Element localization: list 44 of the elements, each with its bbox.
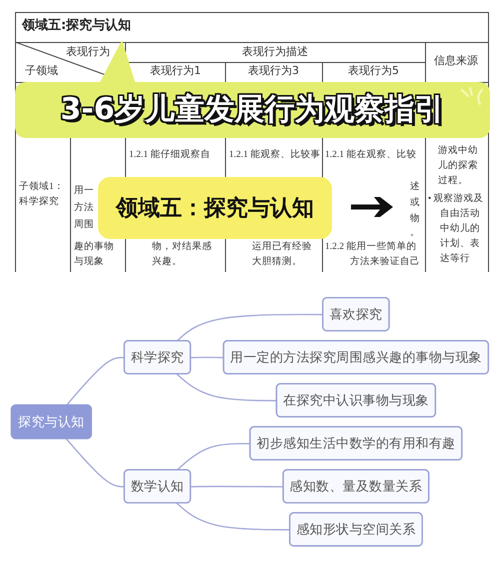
table-text: 1.2.1 能仔细观察自 (129, 148, 210, 162)
connector-line (66, 438, 125, 488)
row-header: 子领域1：科学探究 (19, 180, 65, 209)
table-title: 领域五:探究与认知 (22, 17, 132, 35)
column-header: 表现行为3 (248, 64, 299, 78)
connector-line (176, 374, 277, 402)
column-header: 表现行为描述 (242, 45, 308, 59)
section-banner: 领域五：探究与认知 (98, 177, 332, 239)
connector-line (176, 314, 324, 342)
table-text: 1.2.1 能观察、比较事 (229, 148, 320, 162)
table-text: 周围 (74, 218, 94, 232)
connector-line (66, 357, 125, 406)
table-text: 1.2.2 能用一些简单的方法来验证自己 (325, 240, 421, 269)
topic-box: 在探究中认识事物与现象 (276, 383, 436, 418)
topic-box: 初步感知生活中数学的有用和有趣 (249, 426, 463, 461)
table-text: 方法 (74, 201, 94, 215)
connector-line (176, 503, 290, 531)
connector-line (190, 486, 284, 488)
table-text: 趣的事物与现象 (74, 240, 115, 269)
topic-box: 感知数、量及数量关系 (282, 469, 430, 504)
table-text: 1.2.1 能在观察、比较 (325, 148, 416, 162)
connector-line (176, 443, 250, 471)
column-header: 表现行为1 (150, 64, 201, 78)
central-topic: 探究与认知 (10, 404, 92, 440)
table-text: 述 (410, 180, 420, 194)
table-text: 物，对结果感兴趣。 (152, 240, 213, 269)
topic-box: 科学探究 (124, 340, 192, 375)
table-text: • 观察游戏及自由活动中幼儿的计划、表达等行 (428, 192, 484, 266)
table-text: 运用已有经验大胆猜测。 (252, 240, 313, 269)
row-header: 子领域 (25, 64, 58, 78)
table-text: 。 (410, 227, 420, 240)
column-header: 信息来源 (434, 54, 478, 68)
table-text: 或 (410, 196, 420, 210)
column-header: 表现行为 (66, 45, 110, 59)
connector-line (190, 356, 224, 358)
table-text: 用一 (74, 184, 94, 198)
topic-box: 感知形状与空间关系 (289, 512, 423, 547)
table-text: 游戏中幼儿的探索过程。 (438, 144, 478, 188)
title-text: 3-6岁儿童发展行为观察指引 (60, 92, 445, 128)
topic-box: 喜欢探究 (322, 297, 390, 332)
topic-box: 数学认知 (124, 469, 192, 504)
column-header: 表现行为5 (348, 64, 399, 78)
topic-box: 用一定的方法探究周围感兴趣的事物与现象 (222, 340, 490, 375)
table-text: 物 (410, 212, 420, 226)
